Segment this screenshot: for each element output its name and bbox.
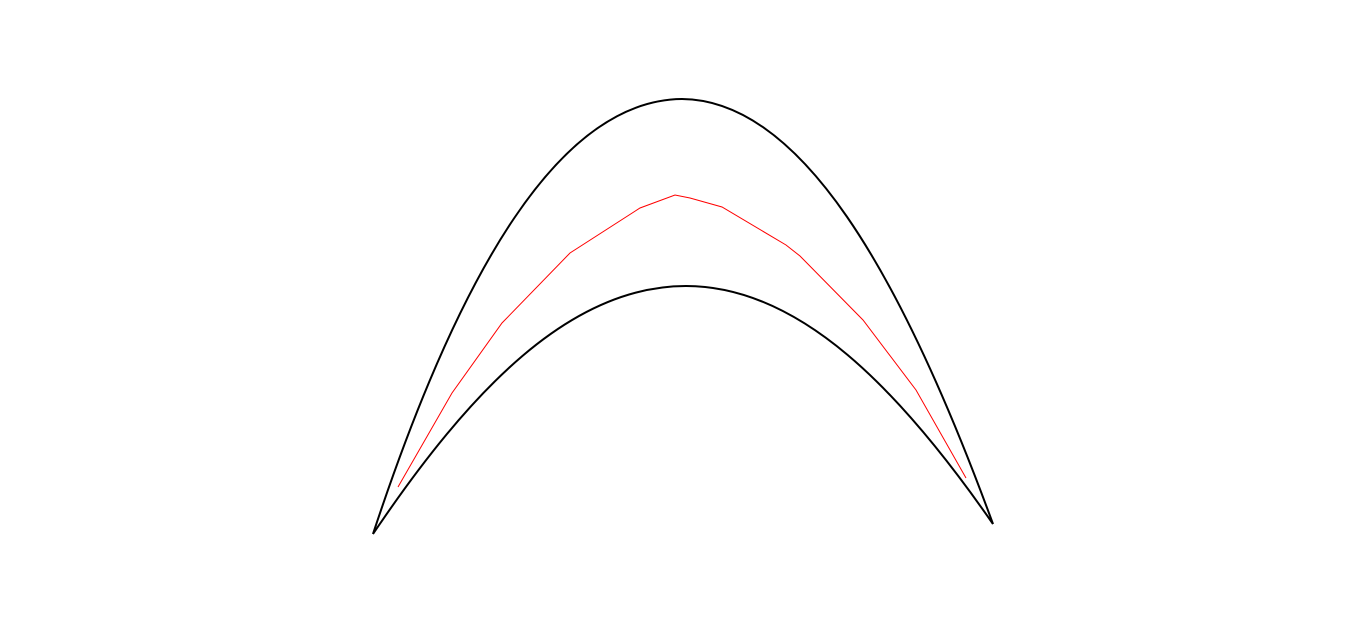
outer-curve (372, 97, 994, 535)
red-midline (397, 194, 967, 488)
inner-curve (372, 284, 994, 535)
